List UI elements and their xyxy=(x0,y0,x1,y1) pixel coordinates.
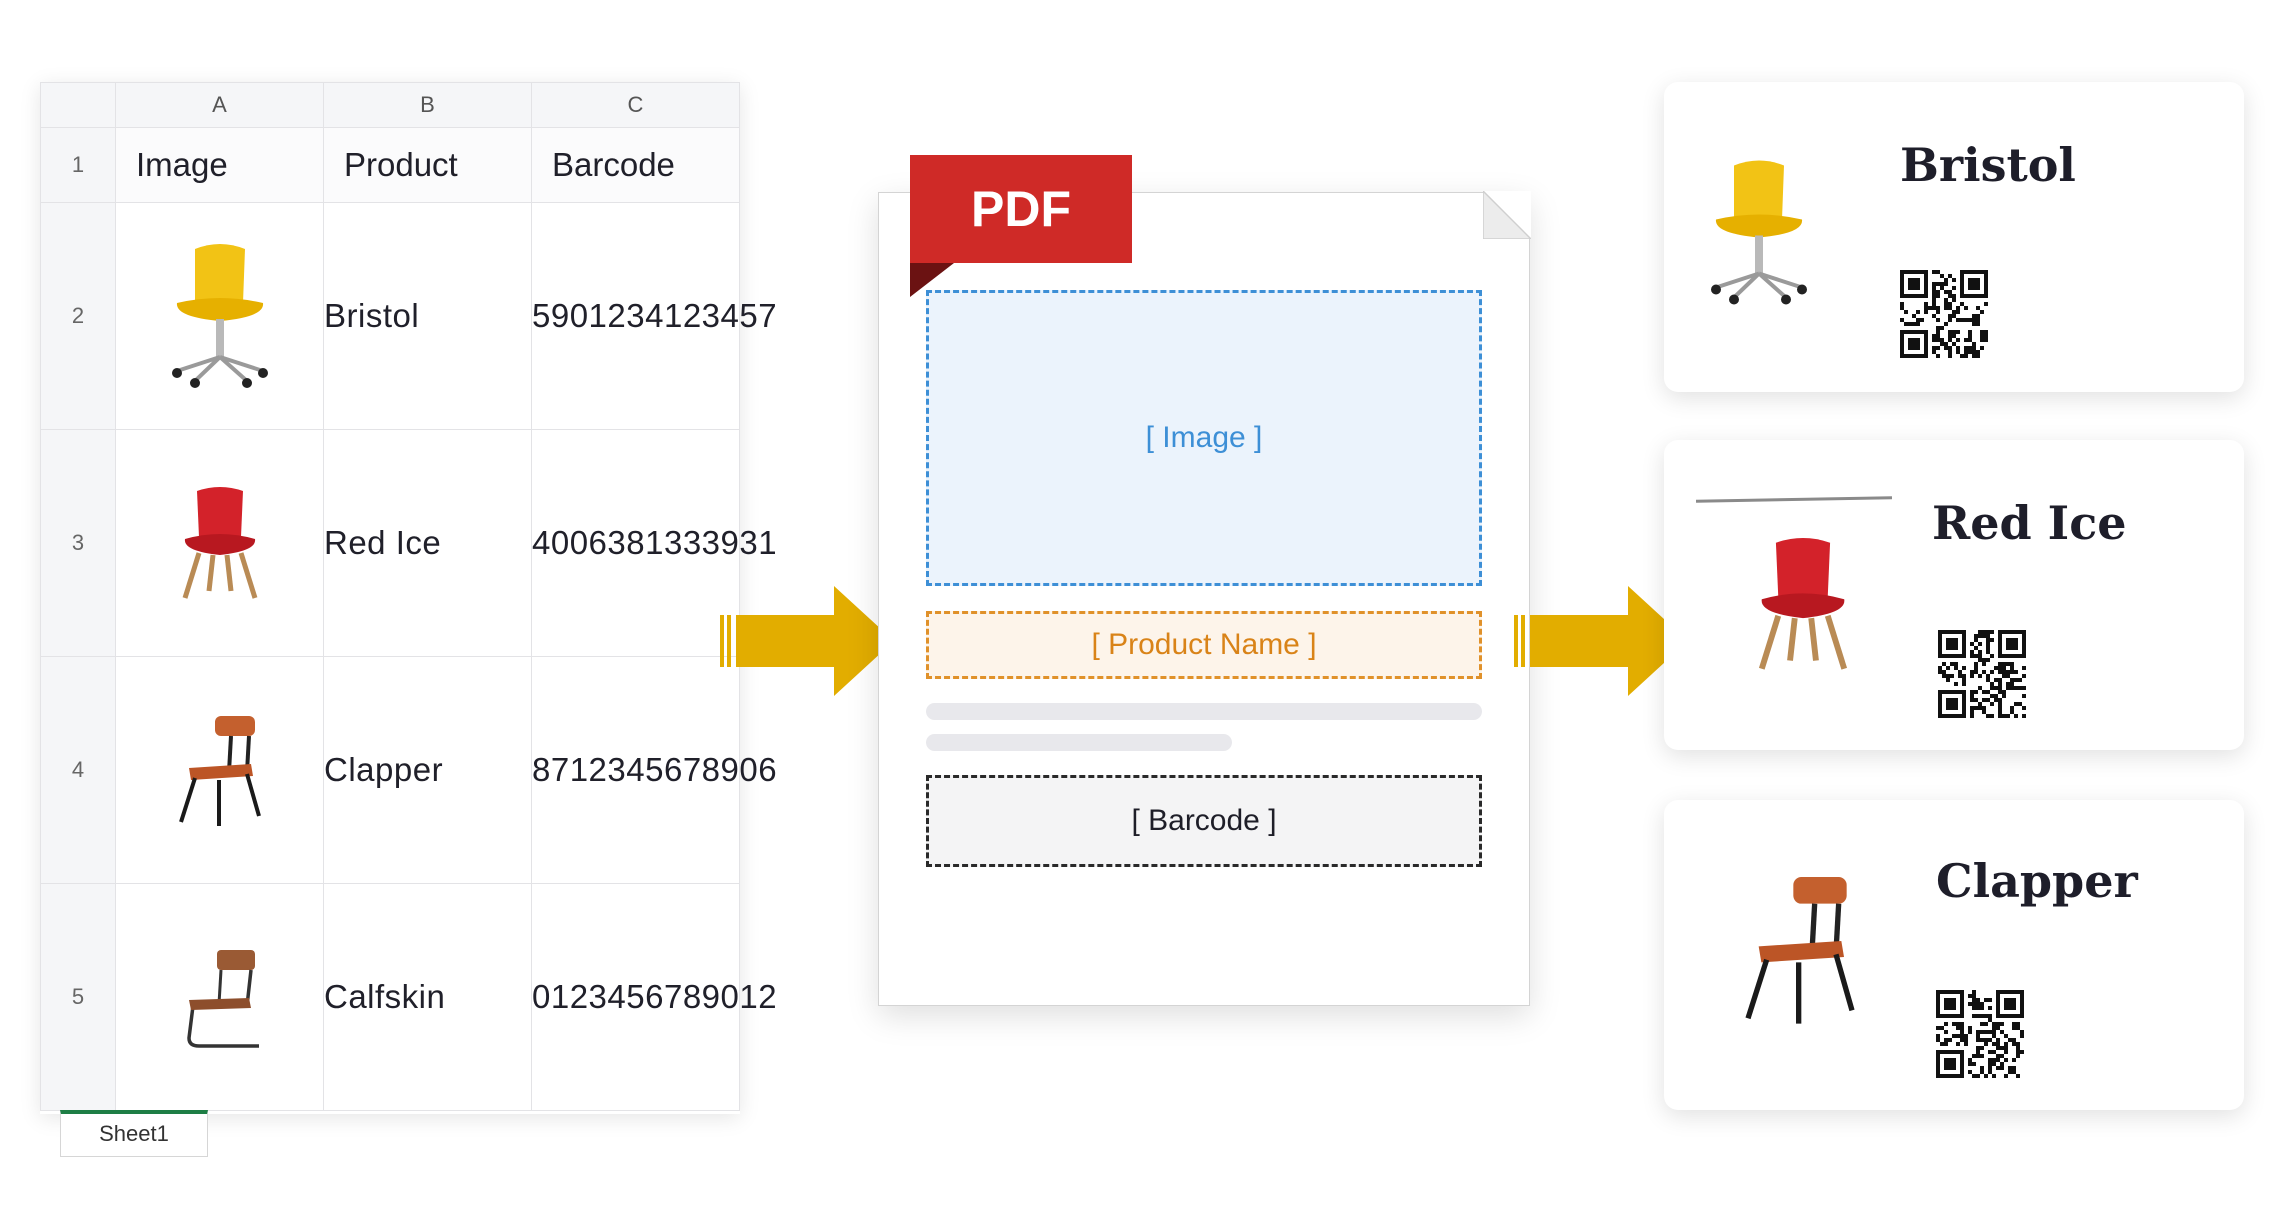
barcode-placeholder[interactable]: [ Barcode ] xyxy=(926,775,1482,867)
product-cell[interactable]: Red Ice xyxy=(323,429,532,657)
arrow-right-icon xyxy=(720,586,894,696)
image-placeholder[interactable]: [ Image ] xyxy=(926,290,1482,586)
product-label-card[interactable]: Bristol xyxy=(1664,82,2244,392)
sheet-tab[interactable]: Sheet1 xyxy=(60,1110,208,1157)
barcode-cell[interactable]: 8712345678906 xyxy=(531,656,777,884)
pdf-badge: PDF xyxy=(910,155,1132,263)
qr-code-icon xyxy=(1938,630,2026,718)
yellow-swivel-chair-icon xyxy=(1711,160,1807,305)
page-fold-icon xyxy=(1483,191,1531,239)
barcode-cell[interactable]: 4006381333931 xyxy=(531,429,777,657)
product-label-card[interactable]: Clapper xyxy=(1664,800,2244,1110)
column-header-row: A B C xyxy=(40,82,740,128)
table-row: 5 Calfskin 0123456789012 xyxy=(40,883,777,1111)
qr-code-icon xyxy=(1900,270,1988,358)
text-line-placeholder xyxy=(926,703,1482,720)
red-wooden-leg-chair-icon xyxy=(182,487,257,599)
column-header-b[interactable]: B xyxy=(323,82,532,128)
row-number[interactable]: 1 xyxy=(40,127,116,203)
divider-line xyxy=(1695,496,1893,503)
row-number[interactable]: 3 xyxy=(40,429,116,657)
row-number[interactable]: 5 xyxy=(40,883,116,1111)
text-line-placeholder xyxy=(926,734,1232,751)
corner-cell xyxy=(40,82,116,128)
table-row: 2 Bristol 5901234123457 xyxy=(40,202,777,430)
image-cell[interactable] xyxy=(115,202,324,430)
image-cell[interactable] xyxy=(115,656,324,884)
product-cell[interactable]: Calfskin xyxy=(323,883,532,1111)
leather-metal-chair-icon xyxy=(1745,877,1855,1024)
card-title: Bristol xyxy=(1900,138,2076,192)
product-label-card[interactable]: Red Ice xyxy=(1664,440,2244,750)
product-name-placeholder[interactable]: [ Product Name ] xyxy=(926,611,1482,679)
arrow-right-icon xyxy=(1514,586,1688,696)
row-number[interactable]: 2 xyxy=(40,202,116,430)
card-title: Clapper xyxy=(1936,854,2138,908)
product-cell[interactable]: Clapper xyxy=(323,656,532,884)
image-cell[interactable] xyxy=(115,429,324,657)
red-wooden-leg-chair-icon xyxy=(1758,538,1848,670)
spreadsheet: A B C 1 Image Product Barcode 2 xyxy=(40,82,777,1114)
column-header-c[interactable]: C xyxy=(531,82,740,128)
image-cell[interactable] xyxy=(115,883,324,1111)
table-row: 3 Red Ice 4006381333931 xyxy=(40,429,777,657)
header-cell-product[interactable]: Product xyxy=(323,127,532,203)
ribbon-fold-icon xyxy=(910,263,954,297)
header-cell-barcode[interactable]: Barcode xyxy=(531,127,740,203)
product-cell[interactable]: Bristol xyxy=(323,202,532,430)
table-row: 4 Clapper 8712345678906 xyxy=(40,656,777,884)
card-title: Red Ice xyxy=(1932,496,2127,550)
qr-code-icon xyxy=(1936,990,2024,1078)
header-cell-image[interactable]: Image xyxy=(115,127,324,203)
cantilever-leather-chair-icon xyxy=(186,950,259,1048)
barcode-cell[interactable]: 0123456789012 xyxy=(531,883,777,1111)
yellow-swivel-chair-icon xyxy=(171,244,268,388)
row-number[interactable]: 4 xyxy=(40,656,116,884)
barcode-cell[interactable]: 5901234123457 xyxy=(531,202,777,430)
column-header-a[interactable]: A xyxy=(115,82,324,128)
leather-metal-chair-icon xyxy=(178,716,261,826)
header-row: 1 Image Product Barcode xyxy=(40,127,740,203)
